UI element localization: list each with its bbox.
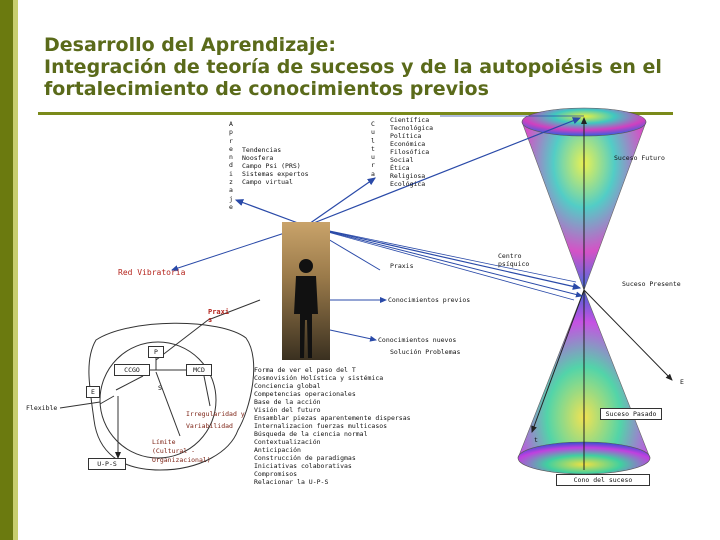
aprendizaje-label: A p r e n d i z a j e (229, 120, 233, 211)
t-axis-label: t (534, 436, 538, 444)
left-accent-bar (0, 0, 13, 540)
flexible-label: Flexible (26, 404, 58, 412)
suceso-pasado-box: Suceso Pasado (600, 408, 662, 420)
praxis-label: Praxis (390, 262, 414, 270)
cono-del-suceso-box: Cono del suceso (556, 474, 650, 486)
limite-label: Límite (Cultural - Organizacional) (152, 438, 211, 464)
title-line-2: Integración de teoría de sucesos y de la… (44, 56, 662, 78)
conocimientos-previos-label: Conocimientos previos (388, 296, 471, 304)
red-vibratoria-label: Red Vibratoria (118, 268, 186, 277)
cultura-label: C u l t u r a (371, 120, 375, 178)
conocimientos-nuevos-label: Conocimientos nuevos (378, 336, 457, 344)
title-line-1: Desarrollo del Aprendizaje: (44, 34, 336, 56)
aprendizaje-box: A p r e n d i z a j e (226, 120, 236, 211)
person-silhouette-image (282, 222, 330, 360)
tendencias-list: Tendencias Noosfera Campo Psi (PRS) Sist… (242, 146, 309, 186)
suceso-futuro-label: Suceso Futuro (614, 154, 665, 162)
e-axis-label: E (680, 378, 684, 386)
e-node-label: E (91, 388, 95, 396)
p-node: P (148, 346, 164, 358)
page-title: Desarrollo del Aprendizaje: Integración … (44, 34, 704, 100)
ccgo-node: CCGO (114, 364, 150, 376)
ups-circle (99, 341, 217, 459)
ups-label: U-P-S (97, 460, 117, 468)
solucion-problemas-label: Solución Problemas (390, 348, 461, 356)
p-node-label: P (154, 348, 158, 356)
e-node: E (86, 386, 100, 398)
cono-del-suceso-label: Cono del suceso (573, 476, 633, 484)
suceso-presente-label: Suceso Presente (622, 280, 681, 288)
center-competencies-list: Forma de ver el paso del T Cosmovisión H… (254, 366, 411, 486)
suceso-pasado-label: Suceso Pasado (605, 410, 657, 418)
left-accent-stripe (13, 0, 18, 540)
praxis-red-label: Praxi s (208, 308, 230, 324)
s-label: S (158, 384, 162, 392)
mcd-node: MCD (186, 364, 212, 376)
title-underline (38, 112, 673, 115)
irregularidad-label: Irregularidad y Variabilidad (186, 410, 245, 430)
centro-psiquico-label: Centro psíquico (498, 252, 530, 268)
cultural-boundary (88, 322, 255, 471)
mcd-label: MCD (193, 366, 205, 374)
ups-node: U-P-S (88, 458, 126, 470)
title-line-3: fortalecimiento de conocimientos previos (44, 78, 489, 100)
ccgo-label: CCGO (124, 366, 140, 374)
person-figure-icon (294, 259, 318, 358)
cultura-list: Científica Tecnológica Política Económic… (390, 116, 434, 188)
